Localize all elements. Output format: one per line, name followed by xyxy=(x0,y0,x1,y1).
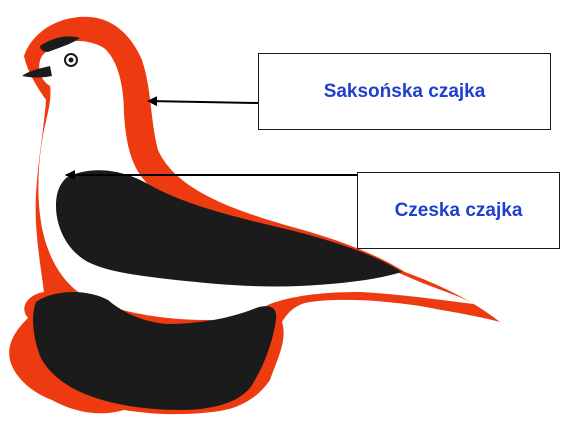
arrow-saksonska xyxy=(148,101,258,103)
label-saksonska-czajka: Saksońska czajka xyxy=(258,53,551,130)
label-saksonska-text: Saksońska czajka xyxy=(324,81,486,103)
eye-pupil xyxy=(69,58,74,63)
label-czeska-czajka: Czeska czajka xyxy=(357,172,560,249)
label-czeska-text: Czeska czajka xyxy=(395,200,523,222)
black-wing-shape xyxy=(56,170,402,286)
